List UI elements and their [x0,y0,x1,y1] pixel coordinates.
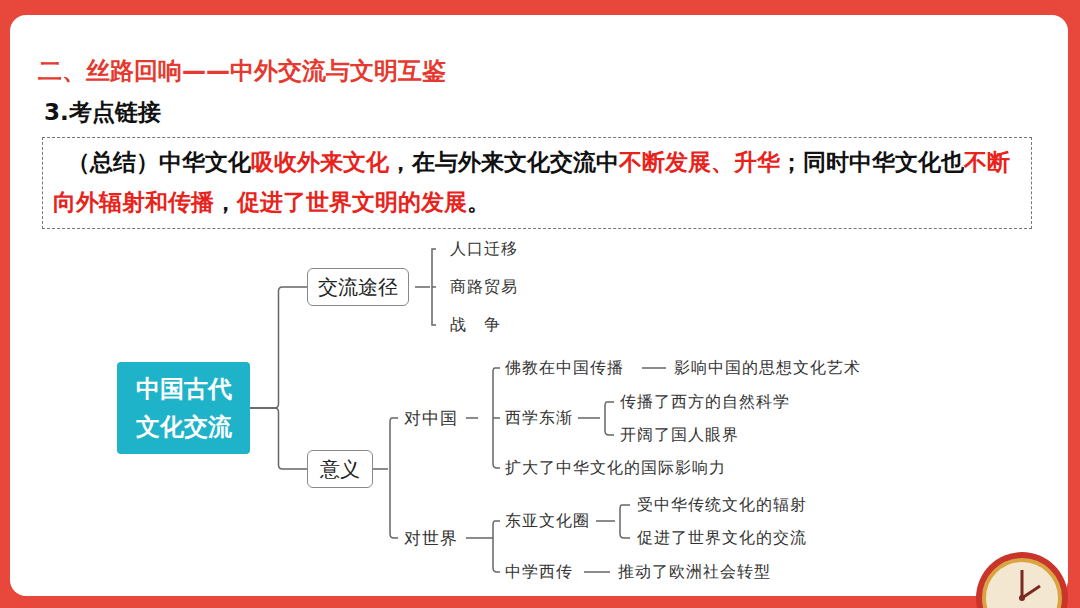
map-text: 中学西传 [505,562,573,581]
slide-card [10,15,1068,596]
summary-box: （总结）中华文化吸收外来文化，在与外来文化交流中不断发展、升华；同时中华文化也不… [42,137,1032,229]
map-text: 战 争 [450,315,501,334]
map-text: 影响中国的思想文化艺术 [674,358,861,377]
map-text: 商路贸易 [450,277,518,296]
map-text: 推动了欧洲社会转型 [618,562,771,581]
section-heading: 3.考点链接 [44,99,161,127]
map-text: 受中华传统文化的辐射 [637,495,807,514]
map-text: 扩大了中华文化的国际影响力 [505,458,726,477]
text-segment: （总结）中华文化 [67,149,251,175]
slide-title: 二、丝路回响——中外交流与文明互鉴 [38,55,446,87]
text-segment: 吸收外来文化 [251,149,389,175]
root-box: 中国古代 文化交流 [117,362,250,454]
text-segment: 中国古代 文化交流 [133,370,234,446]
text-segment: ，在与外来文化交流中 [389,149,619,175]
map-text: 西学东渐 [505,408,573,427]
map-text: 传播了西方的自然科学 [620,392,790,411]
map-text: 促进了世界文化的交流 [637,528,807,547]
map-text: 人口迁移 [450,239,518,258]
text-segment: 促进了世界文明的发展 [237,189,467,215]
branch-box: 意义 [307,450,373,488]
map-text: 开阔了国人眼界 [620,425,739,444]
map-text: 佛教在中国传播 [505,358,624,377]
text-segment: ；同时中华文化也 [780,149,964,175]
map-text: 对中国 [404,408,458,428]
clock-icon [976,552,1068,608]
text-segment: 。 [467,189,490,215]
text-segment: ， [214,189,237,215]
branch-box: 交流途径 [307,268,409,306]
map-text: 东亚文化圈 [505,511,590,530]
map-text: 对世界 [404,528,458,548]
text-segment: 交流途径 [318,275,398,299]
text-segment: 不断发展、升华 [619,149,780,175]
connector [250,408,307,469]
text-segment: 意义 [320,457,360,481]
connector [250,287,307,408]
